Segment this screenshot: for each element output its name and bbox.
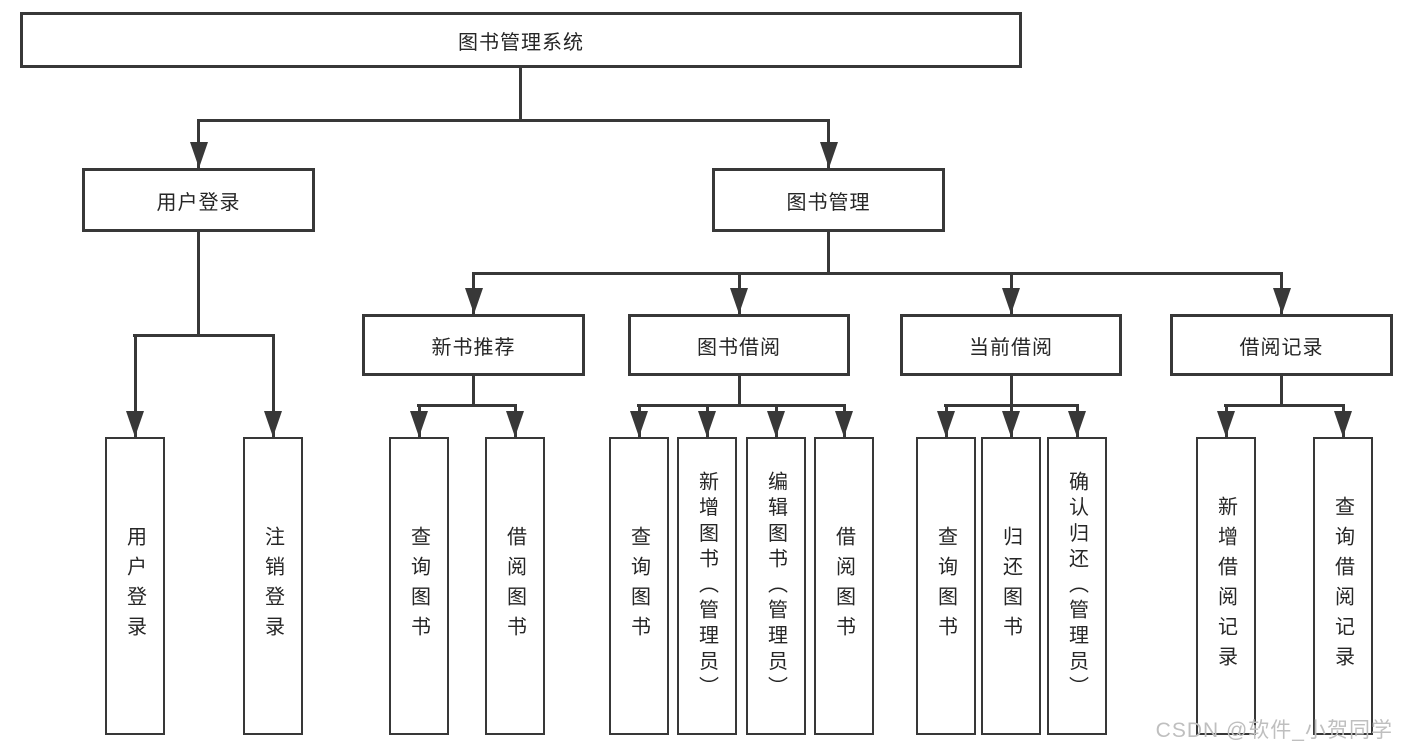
- connector-level3-hbar: [472, 272, 1283, 275]
- connector-current-borrow-stub: [1010, 376, 1013, 407]
- connector-book-mgmt-stub: [827, 232, 830, 275]
- node-new-books-label: 新书推荐: [431, 336, 516, 359]
- leaf-borrow-borrow-label: 借阅图书: [832, 526, 855, 646]
- connector-arrow-to-leaf-borrow-add: [698, 404, 716, 437]
- connector-arrow-to-leaf-current-confirm: [1068, 404, 1086, 437]
- watermark: CSDN @软件_小贺同学: [1155, 719, 1393, 742]
- connector-arrow-to-user-login: [189, 119, 208, 168]
- node-borrow-records-label: 借阅记录: [1239, 336, 1324, 359]
- connector-book-borrow-stub: [738, 376, 741, 407]
- leaf-newbooks-borrow-label: 借阅图书: [503, 526, 526, 646]
- connector-arrow-to-leaf-borrow-query: [630, 404, 648, 437]
- connector-arrow-to-leaf-newbooks-borrow: [506, 404, 524, 437]
- leaf-current-return-label: 归还图书: [999, 526, 1022, 646]
- node-book-mgmt-label: 图书管理: [786, 191, 871, 214]
- leaf-borrow-edit-label: 编辑图书（管理员）: [764, 470, 787, 702]
- node-root: 图书管理系统: [20, 12, 1022, 68]
- leaf-current-query-label: 查询图书: [934, 526, 957, 646]
- leaf-newbooks-query-label: 查询图书: [407, 526, 430, 646]
- leaf-records-query-label: 查询借阅记录: [1331, 496, 1354, 676]
- node-root-label: 图书管理系统: [458, 31, 584, 54]
- leaf-records-add-label: 新增借阅记录: [1214, 496, 1237, 676]
- leaf-current-query: 查询图书: [916, 437, 976, 735]
- connector-arrow-to-book-mgmt: [819, 119, 838, 168]
- leaf-newbooks-query: 查询图书: [389, 437, 449, 735]
- leaf-current-confirm: 确认归还（管理员）: [1047, 437, 1107, 735]
- connector-arrow-to-leaf-user-login: [126, 334, 144, 437]
- leaf-borrow-add-label: 新增图书（管理员）: [695, 470, 718, 702]
- connector-arrow-to-new-books: [464, 272, 483, 314]
- connector-arrow-to-leaf-current-return: [1002, 404, 1020, 437]
- connector-arrow-to-current-borrow: [1002, 272, 1020, 314]
- leaf-newbooks-borrow: 借阅图书: [485, 437, 545, 735]
- connector-arrow-to-leaf-borrow-borrow: [835, 404, 853, 437]
- leaf-current-confirm-label: 确认归还（管理员）: [1065, 470, 1088, 702]
- connector-root-hbar: [197, 119, 830, 122]
- connector-book-borrow-hbar: [637, 404, 845, 407]
- leaf-user-login: 用户登录: [105, 437, 165, 735]
- node-book-borrow-label: 图书借阅: [697, 336, 781, 359]
- connector-new-books-hbar: [417, 404, 516, 407]
- leaf-logout-label: 注销登录: [261, 526, 284, 646]
- connector-arrow-to-leaf-records-query: [1334, 404, 1352, 437]
- node-current-borrow-label: 当前借阅: [969, 336, 1053, 359]
- leaf-logout: 注销登录: [243, 437, 303, 735]
- node-book-borrow: 图书借阅: [628, 314, 850, 376]
- connector-new-books-stub: [472, 376, 475, 407]
- node-user-login: 用户登录: [82, 168, 315, 232]
- connector-root-stub: [519, 68, 522, 122]
- connector-arrow-to-leaf-current-query: [937, 404, 955, 437]
- connector-arrow-to-leaf-borrow-edit: [767, 404, 785, 437]
- leaf-borrow-query-label: 查询图书: [627, 526, 650, 646]
- connector-user-login-hbar: [133, 334, 275, 337]
- connector-borrow-records-hbar: [1224, 404, 1344, 407]
- node-new-books: 新书推荐: [362, 314, 585, 376]
- connector-borrow-records-stub: [1280, 376, 1283, 407]
- node-book-mgmt: 图书管理: [712, 168, 945, 232]
- connector-user-login-stub: [197, 232, 200, 337]
- node-current-borrow: 当前借阅: [900, 314, 1122, 376]
- leaf-records-add: 新增借阅记录: [1196, 437, 1256, 735]
- connector-arrow-to-leaf-logout: [264, 334, 282, 437]
- leaf-borrow-add: 新增图书（管理员）: [677, 437, 737, 735]
- connector-arrow-to-book-borrow: [730, 272, 748, 314]
- connector-arrow-to-borrow-records: [1272, 272, 1291, 314]
- connector-arrow-to-leaf-records-add: [1217, 404, 1235, 437]
- connector-arrow-to-leaf-newbooks-query: [410, 404, 428, 437]
- node-borrow-records: 借阅记录: [1170, 314, 1393, 376]
- leaf-records-query: 查询借阅记录: [1313, 437, 1373, 735]
- leaf-borrow-query: 查询图书: [609, 437, 669, 735]
- leaf-current-return: 归还图书: [981, 437, 1041, 735]
- leaf-borrow-borrow: 借阅图书: [814, 437, 874, 735]
- node-user-login-label: 用户登录: [156, 191, 241, 214]
- leaf-borrow-edit: 编辑图书（管理员）: [746, 437, 806, 735]
- leaf-user-login-label: 用户登录: [123, 526, 146, 646]
